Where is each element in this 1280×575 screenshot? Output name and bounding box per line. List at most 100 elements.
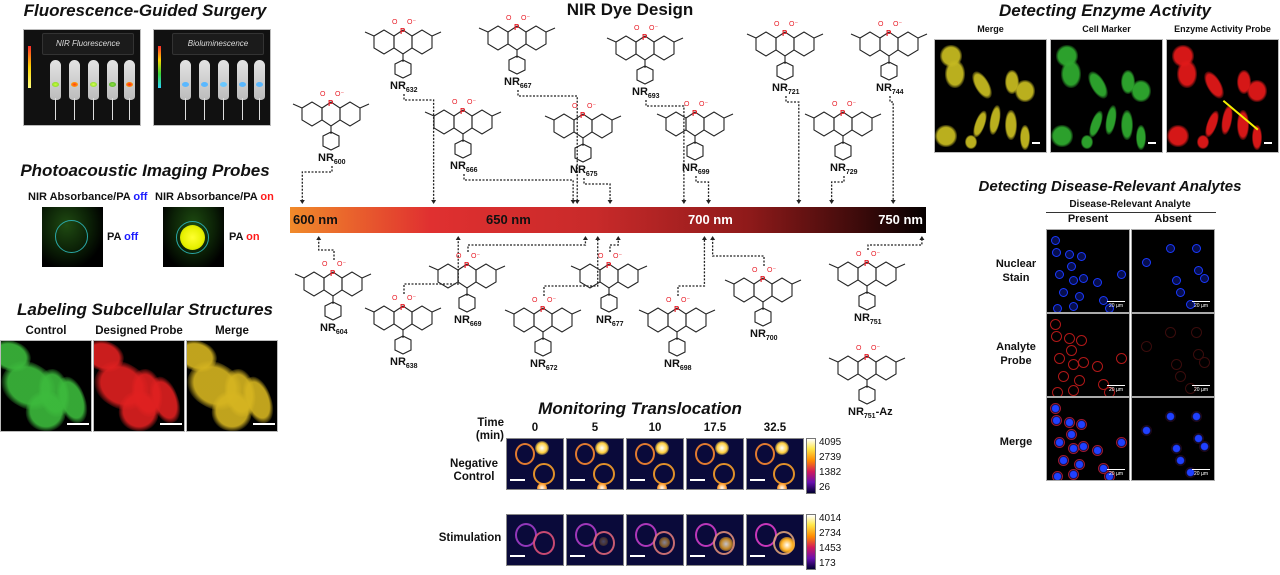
dye-label: NR744	[876, 82, 904, 97]
cell	[1061, 60, 1081, 88]
colorbar-tick: 1382	[819, 467, 842, 478]
cell	[1005, 110, 1017, 140]
cell	[1121, 70, 1135, 94]
merged-cell	[1175, 455, 1186, 466]
row-merge: Merge	[999, 436, 1033, 448]
svg-text:O⁻: O⁻	[521, 15, 530, 22]
scale-bar	[630, 555, 645, 557]
svg-text:P: P	[400, 303, 406, 312]
dye-skeleton-icon: P O O⁻	[724, 267, 802, 327]
nucleus	[1059, 288, 1068, 297]
cell	[1177, 60, 1197, 88]
svg-text:O⁻: O⁻	[699, 101, 708, 108]
svg-text:P: P	[864, 259, 870, 268]
negative-control-frame	[746, 438, 804, 490]
cell-membrane	[1052, 387, 1063, 396]
merged-cell	[1054, 437, 1065, 448]
svg-text:O⁻: O⁻	[407, 19, 416, 26]
disease-panel-merge-absent: 20 µm	[1131, 397, 1215, 481]
svg-text:O⁻: O⁻	[871, 251, 880, 258]
mouse	[199, 60, 210, 100]
merged-cell	[1141, 425, 1152, 436]
scale-bar-label: 20 µm	[1109, 471, 1123, 477]
merged-cell	[1068, 469, 1079, 480]
arrow-up-icon	[595, 236, 601, 240]
cell-membrane	[1193, 349, 1204, 360]
colorbar-tick: 26	[819, 482, 831, 493]
svg-text:O⁻: O⁻	[847, 101, 856, 108]
dye-skeleton-icon: P O O⁻	[746, 21, 824, 81]
nucleus	[1065, 250, 1074, 259]
disease-panel-merge-present: 20 µm	[1046, 397, 1130, 481]
svg-text:O: O	[456, 253, 462, 260]
cage: NIR Fluorescence	[42, 33, 134, 55]
svg-text:O: O	[572, 103, 578, 110]
dye-design-title: NIR Dye Design	[566, 0, 694, 19]
dye-structure-744: P O O⁻ NR744	[846, 16, 932, 108]
dye-skeleton-icon: P O O⁻	[428, 253, 506, 313]
signal-spot	[239, 82, 246, 87]
timepoint-10: 10	[648, 422, 662, 434]
connector-667	[517, 90, 578, 201]
colorbar-tick: 2739	[819, 452, 842, 463]
cell-membrane	[1068, 385, 1079, 396]
cell	[1200, 68, 1228, 102]
connector-698	[677, 239, 706, 296]
connector-669	[467, 239, 587, 252]
scale-bar	[690, 479, 705, 481]
mouse-tail	[242, 98, 243, 120]
arrow-up-icon	[615, 236, 621, 240]
disease-title: Detecting Disease-Relevant Analytes	[978, 178, 1242, 195]
dye-label: NR693	[632, 86, 660, 101]
cell	[1020, 125, 1030, 150]
dye-label: NR700	[750, 328, 778, 343]
dye-label: NR675	[570, 164, 598, 179]
svg-text:P: P	[328, 99, 334, 108]
nucleus	[1079, 274, 1088, 283]
cell-membrane	[1199, 357, 1210, 368]
connector-666	[463, 174, 574, 201]
connector-677	[609, 239, 619, 252]
pa-on-header: NIR Absorbance/PA on	[155, 191, 274, 203]
cell	[1172, 45, 1194, 67]
dye-skeleton-icon: P O O⁻	[570, 253, 648, 313]
negative-control-frame	[686, 438, 744, 490]
merged-cell	[1078, 441, 1089, 452]
mouse-tail	[259, 98, 260, 120]
nucleus	[1067, 262, 1076, 271]
wavelength-700: 700 nm	[688, 212, 733, 227]
merged-cell	[1050, 403, 1061, 414]
svg-text:O⁻: O⁻	[893, 21, 902, 28]
dye-structure-721: P O O⁻ NR721	[742, 16, 828, 108]
arrow-down-icon	[570, 200, 576, 204]
wavelength-650: 650 nm	[486, 212, 531, 227]
surgery-title: Fluorescence-Guided Surgery	[23, 1, 267, 20]
column-control: Control	[25, 325, 67, 337]
arrow-down-icon	[607, 200, 613, 204]
column-merge: Merge	[977, 24, 1004, 34]
svg-text:P: P	[460, 107, 466, 116]
nucleus	[1172, 276, 1181, 285]
svg-text:O: O	[684, 101, 690, 108]
merged-cell	[1052, 471, 1063, 480]
cell	[1084, 68, 1112, 102]
scale-bar	[67, 423, 89, 425]
cell	[1252, 125, 1262, 150]
cell	[1136, 125, 1146, 150]
negative-control-frame	[506, 438, 564, 490]
svg-text:P: P	[606, 261, 612, 270]
svg-text:P: P	[514, 23, 520, 32]
scale-bar-label: 20 µm	[1194, 387, 1208, 393]
cell-membrane	[1092, 361, 1103, 372]
scale-bar-label: 20 µm	[1194, 303, 1208, 309]
nucleus	[1166, 244, 1175, 253]
colorbar-tick: 4095	[819, 437, 842, 448]
cell	[1197, 135, 1209, 149]
cell-membrane	[1050, 319, 1061, 330]
svg-text:P: P	[464, 261, 470, 270]
connector-675	[583, 178, 611, 201]
merged-cell	[1193, 433, 1204, 444]
nucleus	[1200, 274, 1209, 283]
merged-cell	[1191, 411, 1202, 422]
